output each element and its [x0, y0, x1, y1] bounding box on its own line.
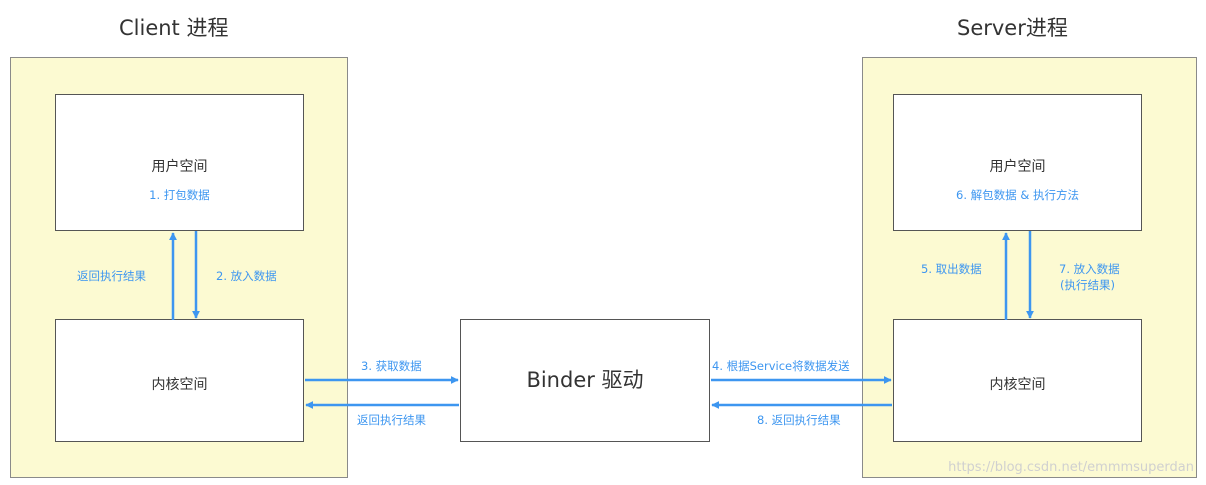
server-kernel-space-title: 内核空间 [989, 377, 1046, 393]
client-user-space-note: 1. 打包数据 [149, 188, 210, 202]
server-user-space-box: 用户空间 6. 解包数据 & 执行方法 [893, 94, 1142, 231]
binder-driver-title: Binder 驱动 [526, 368, 644, 392]
client-user-space-box: 用户空间 1. 打包数据 [55, 94, 304, 231]
client-put-data-label: 2. 放入数据 [216, 269, 277, 283]
client-kernel-space-title: 内核空间 [151, 377, 208, 393]
server-kernel-space-box: 内核空间 [893, 319, 1142, 442]
server-put-data-label: 7. 放入数据 [1059, 262, 1120, 276]
server-user-space-title: 用户空间 [989, 159, 1046, 175]
client-return-label: 返回执行结果 [77, 269, 146, 283]
client-to-binder-label: 3. 获取数据 [361, 359, 422, 373]
server-to-binder-label: 8. 返回执行结果 [757, 413, 841, 427]
binder-driver-box: Binder 驱动 [460, 319, 710, 442]
server-user-space-note: 6. 解包数据 & 执行方法 [956, 188, 1079, 202]
client-user-space-title: 用户空间 [151, 159, 208, 175]
binder-to-client-label: 返回执行结果 [357, 413, 426, 427]
client-kernel-space-box: 内核空间 [55, 319, 304, 442]
server-take-data-label: 5. 取出数据 [921, 262, 982, 276]
binder-to-server-label: 4. 根据Service将数据发送 [712, 359, 850, 373]
watermark: https://blog.csdn.net/emmmsuperdan [948, 460, 1194, 475]
server-process-title: Server进程 [957, 16, 1068, 40]
client-process-title: Client 进程 [119, 16, 229, 40]
server-put-data-sublabel: (执行结果) [1060, 278, 1115, 292]
